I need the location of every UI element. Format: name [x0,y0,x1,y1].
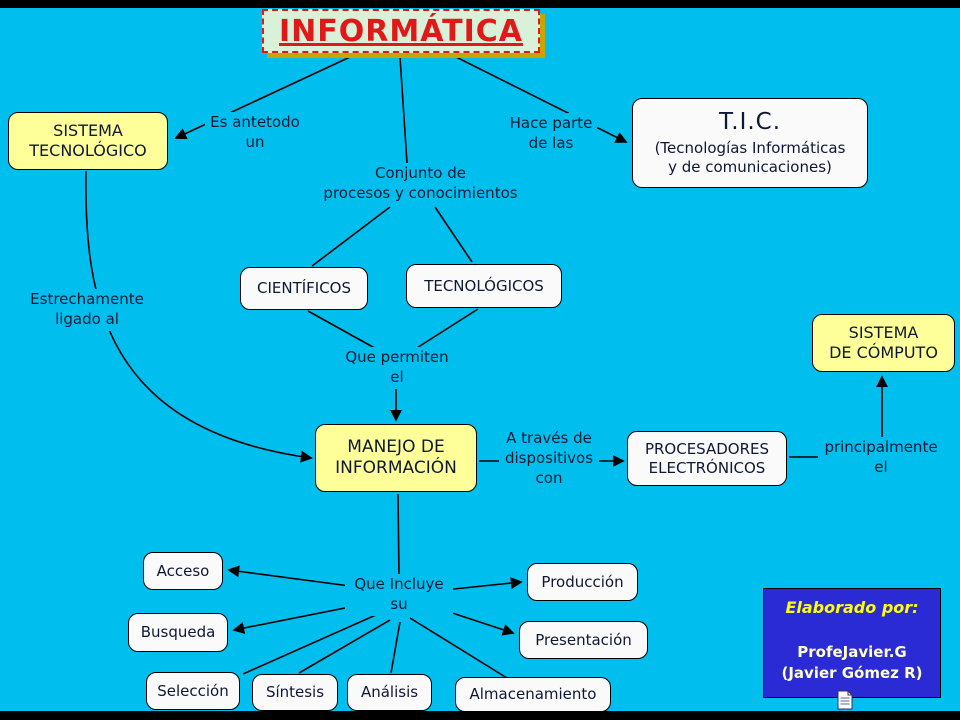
edge-cientificos-que-permiten [307,310,381,352]
credit-author: ProfeJavier.G [797,642,907,661]
node-tic: T.I.C. (Tecnologías Informáticas y de co… [632,98,868,188]
node-procesadores-electronicos: PROCESADORES ELECTRÓNICOS [627,431,787,486]
tic-heading: T.I.C. [718,109,782,136]
link-label-estrechamente: Estrechamente ligado al [22,289,152,331]
edge-conjunto-tecnologicos [434,206,473,263]
node-sintesis: Síntesis [252,674,338,711]
edge-que-incluye-almacenamiento [409,617,508,679]
top-border-bar [0,0,960,8]
node-cientificos: CIENTÍFICOS [240,267,368,310]
link-label-conjunto: Conjunto de procesos y conocimientos [318,163,523,205]
node-analisis: Análisis [347,674,432,711]
node-busqueda: Busqueda [128,613,228,652]
tic-subtitle: (Tecnologías Informáticas y de comunicac… [654,138,846,177]
link-label-es-antetodo: Es antetodo un [205,112,305,154]
edge-que-incluye-sintesis [298,619,391,674]
credit-box: Elaborado por: ProfeJavier.G (Javier Góm… [763,588,941,698]
link-label-a-traves: A través de dispositivos con [499,428,599,490]
edge-que-incluye-seleccion [242,613,379,675]
node-tecnologicos: TECNOLÓGICOS [406,264,562,308]
edge-sistema-tecnologico-manejo [85,170,313,463]
bottom-border-bar [0,711,960,720]
credit-author-fullname: (Javier Gómez R) [781,664,923,683]
node-sistema-computo: SISTEMA DE CÓMPUTO [812,314,955,372]
node-seleccion: Selección [146,672,240,710]
node-sistema-tecnologico: SISTEMA TECNOLÓGICO [8,112,168,170]
node-almacenamiento: Almacenamiento [455,677,611,712]
edge-que-incluye-analisis [390,621,401,674]
link-label-que-incluye: Que Incluye su [345,574,453,616]
edge-informatica-tic [455,56,628,143]
link-label-principalmente: principalmente el [818,437,944,479]
credit-heading: Elaborado por: [785,598,919,617]
link-label-que-permiten: Que permiten el [338,347,456,389]
node-manejo-informacion: MANEJO DE INFORMACIÓN [315,424,477,492]
node-acceso: Acceso [143,552,223,590]
edge-informatica-conjunto [399,56,408,164]
edge-manejo-que-incluye [397,493,400,579]
document-icon [837,690,853,710]
title-informatica: INFORMÁTICA [262,9,540,53]
edge-tecnologicos-que-permiten [411,308,479,352]
node-produccion: Producción [527,563,638,601]
edge-conjunto-cientificos [311,206,391,267]
link-label-hace-parte: Hace parte de las [505,113,597,155]
node-presentacion: Presentación [519,621,648,659]
